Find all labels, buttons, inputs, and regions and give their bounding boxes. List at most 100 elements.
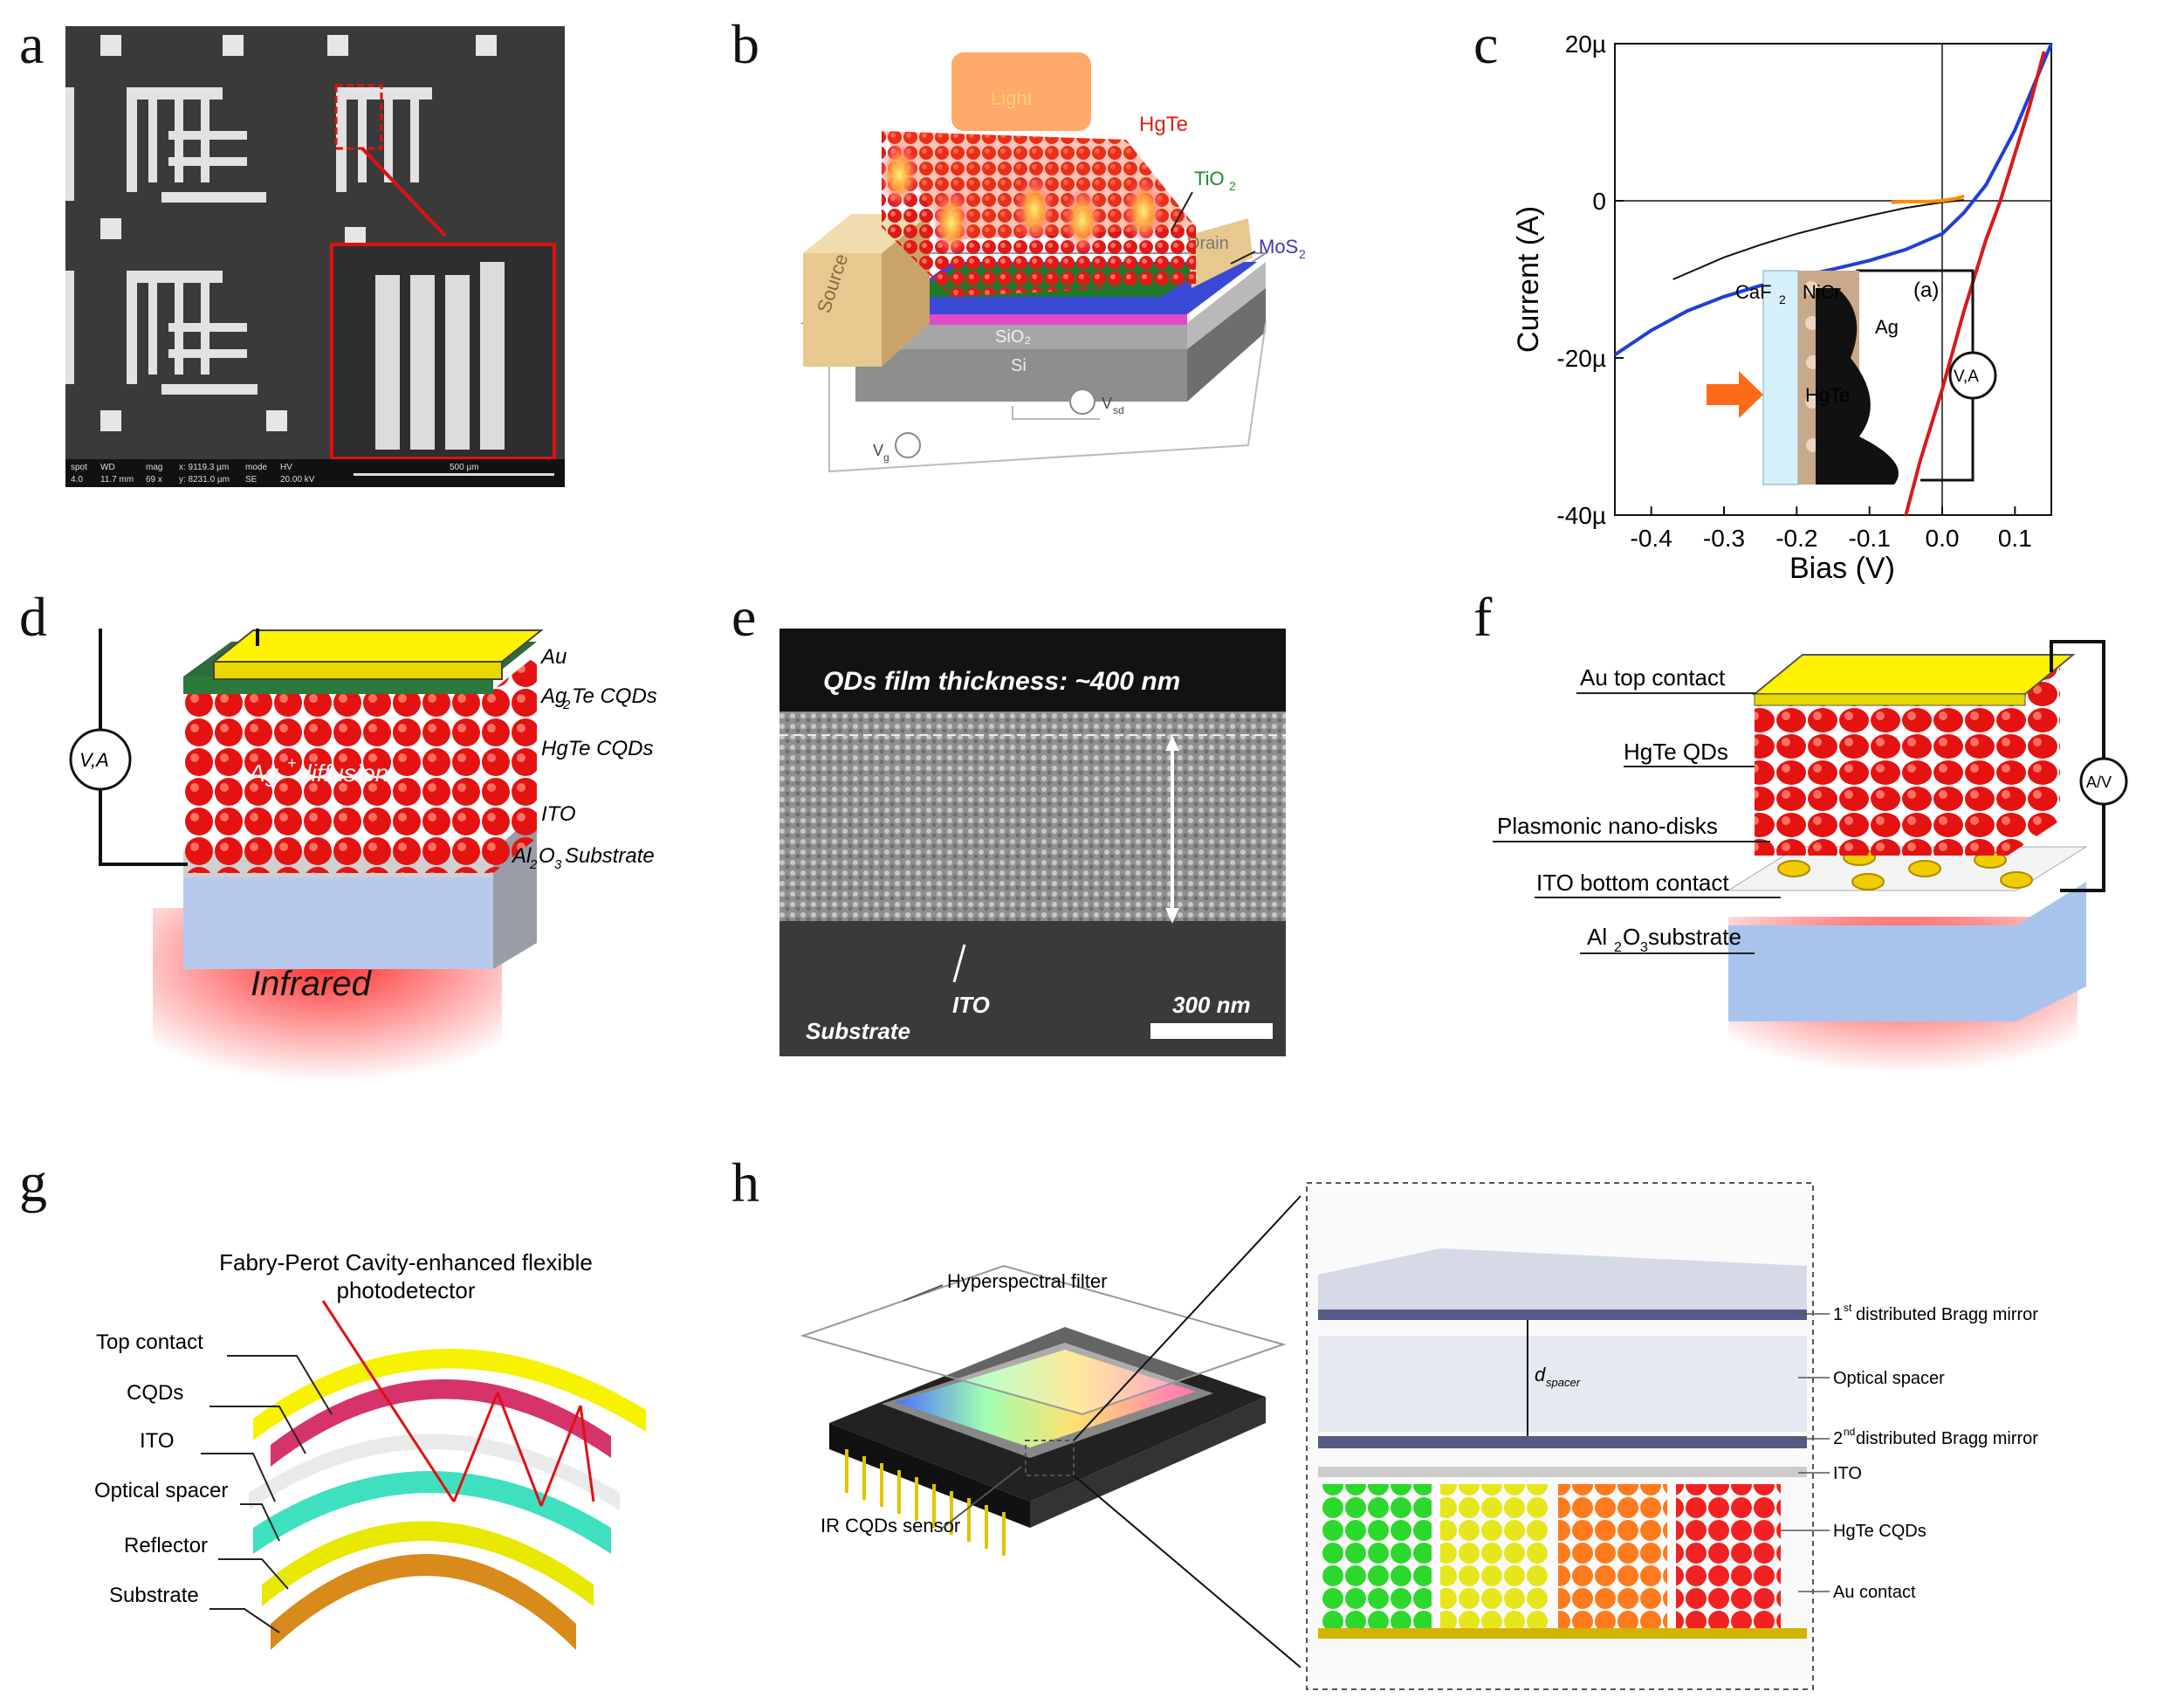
- cqd-pixel-green: [1322, 1484, 1432, 1628]
- svg-text:Optical spacer: Optical spacer: [1833, 1369, 1945, 1388]
- svg-text:Reflector: Reflector: [124, 1534, 208, 1557]
- svg-text:ITO: ITO: [952, 992, 990, 1018]
- svg-text:Al: Al: [1587, 924, 1607, 950]
- svg-text:ITO: ITO: [541, 802, 576, 826]
- sio2-layer: [855, 323, 1187, 349]
- svg-text:photodetector: photodetector: [336, 1277, 475, 1303]
- panel-letter-d: d: [19, 586, 47, 648]
- svg-text:Substrate: Substrate: [806, 1018, 910, 1044]
- meter-icon: [1948, 351, 1997, 400]
- ito-layer: [1318, 1467, 1807, 1477]
- panel-h-schematic: Hyperspectral filter IR CQDs sensor d sp…: [777, 1179, 2174, 1694]
- au-contact: [1318, 1628, 1807, 1639]
- svg-text:distributed Bragg mirror: distributed Bragg mirror: [1856, 1429, 2038, 1448]
- svg-text:2: 2: [1614, 940, 1622, 955]
- illumination-arrow: [1707, 371, 1763, 418]
- svg-text:MoS: MoS: [1259, 236, 1298, 258]
- light-beam: [951, 52, 1091, 131]
- svg-text:nd: nd: [1844, 1426, 1855, 1438]
- meter-icon: [2079, 757, 2128, 806]
- series-line-1: [1672, 199, 1965, 280]
- layer-top-contact: [253, 1348, 646, 1440]
- svg-text:11.7 mm: 11.7 mm: [100, 475, 134, 485]
- series-line-0: [1613, 43, 2053, 357]
- au-top-contact: [1752, 654, 2076, 695]
- svg-text:300 nm: 300 nm: [1172, 992, 1251, 1018]
- x-axis-label: Bias (V): [1789, 552, 1895, 585]
- sem-electrodes: [65, 87, 432, 395]
- vsd-source-icon: [1069, 388, 1095, 415]
- svg-text:substrate: substrate: [1648, 924, 1741, 950]
- zoom-source-box: [1025, 1440, 1075, 1476]
- svg-text:TiO: TiO: [1194, 168, 1225, 189]
- svg-text:Substrate: Substrate: [565, 844, 655, 868]
- bragg-mirror-2: [1318, 1436, 1807, 1448]
- svg-text:2: 2: [1779, 292, 1786, 306]
- x-tick-label: 0.0: [1926, 525, 1960, 552]
- svg-text:ITO bottom contact: ITO bottom contact: [1536, 870, 1729, 896]
- x-tick-label: -0.1: [1849, 525, 1891, 552]
- svg-text:HgTe CQDs: HgTe CQDs: [541, 737, 653, 760]
- layer-substrate: [271, 1554, 576, 1650]
- svg-text:2: 2: [1229, 179, 1236, 193]
- svg-text:Top contact: Top contact: [96, 1330, 203, 1354]
- zoom-source-box: [334, 84, 383, 150]
- qd-film: [780, 712, 1286, 925]
- svg-text:Au contact: Au contact: [1833, 1583, 1916, 1602]
- svg-text:A/V: A/V: [2086, 773, 2112, 791]
- plasmonic-disks: [1777, 849, 2033, 890]
- y-tick-label: 20µ: [1565, 31, 1606, 58]
- svg-text:2: 2: [1833, 1429, 1843, 1448]
- y-tick-label: 0: [1592, 188, 1606, 215]
- ag-contact: [1816, 288, 1899, 485]
- svg-text:V,A: V,A: [79, 749, 109, 771]
- svg-text:Substrate: Substrate: [109, 1584, 199, 1607]
- svg-text:y: 8231.0 µm: y: 8231.0 µm: [179, 475, 230, 485]
- meter-icon: [69, 728, 132, 791]
- panel-letter-f: f: [1473, 586, 1493, 648]
- svg-text:SiO₂: SiO₂: [995, 327, 1031, 347]
- svg-text:500 µm: 500 µm: [450, 463, 479, 472]
- svg-text:g: g: [883, 451, 889, 464]
- svg-text:Au: Au: [539, 645, 567, 669]
- panel-g-title: Fabry-Perot Cavity-enhanced flexible: [219, 1249, 593, 1275]
- drain-electrode: [1187, 218, 1253, 288]
- series-line-3: [1904, 51, 2046, 516]
- caf2-window: [1762, 270, 1799, 485]
- layer-cqds: [271, 1378, 611, 1467]
- svg-text:Ag: Ag: [539, 684, 567, 708]
- cqd-pixel-orange: [1558, 1484, 1667, 1628]
- x-tick-label: -0.4: [1631, 525, 1672, 552]
- svg-text:Si: Si: [1011, 356, 1027, 375]
- exciton-glows: [880, 141, 1163, 256]
- svg-text:2: 2: [562, 698, 571, 712]
- label-light: Light: [991, 87, 1033, 109]
- svg-text:69 x: 69 x: [146, 475, 162, 485]
- svg-text:Ag: Ag: [1875, 316, 1899, 338]
- svg-text:Drain: Drain: [1187, 234, 1229, 253]
- svg-text:+: +: [287, 754, 297, 772]
- svg-text:st: st: [1844, 1302, 1852, 1314]
- svg-text:20.00 kV: 20.00 kV: [280, 475, 315, 485]
- al2o3-substrate: [1728, 882, 2086, 1021]
- panel-letter-a: a: [19, 13, 45, 75]
- svg-text:1: 1: [1833, 1305, 1843, 1324]
- svg-text:IR CQDs sensor: IR CQDs sensor: [821, 1515, 960, 1537]
- layer-reflector: [262, 1521, 594, 1606]
- svg-text:O: O: [539, 844, 555, 868]
- panel-e-sem-cross-section: QDs film thickness: ~400 nm ITO Substrat…: [780, 629, 1286, 1056]
- cqd-pixel-red: [1676, 1484, 1781, 1628]
- svg-text:ITO: ITO: [1833, 1464, 1862, 1483]
- svg-text:O: O: [1623, 924, 1640, 950]
- svg-text:sd: sd: [1113, 404, 1124, 416]
- svg-text:mag: mag: [146, 463, 162, 472]
- svg-text:NiCr: NiCr: [1803, 281, 1841, 303]
- sem-pads: [100, 35, 497, 431]
- panel-letter-e: e: [731, 586, 757, 648]
- svg-text:mode: mode: [245, 463, 267, 472]
- zoom-inset: [330, 243, 556, 460]
- svg-text:V: V: [1102, 395, 1112, 412]
- source-electrode: [803, 253, 882, 367]
- panel-a-sem-image: spot WD mag x: 9119.3 µm mode HV 4.0 11.…: [65, 26, 565, 487]
